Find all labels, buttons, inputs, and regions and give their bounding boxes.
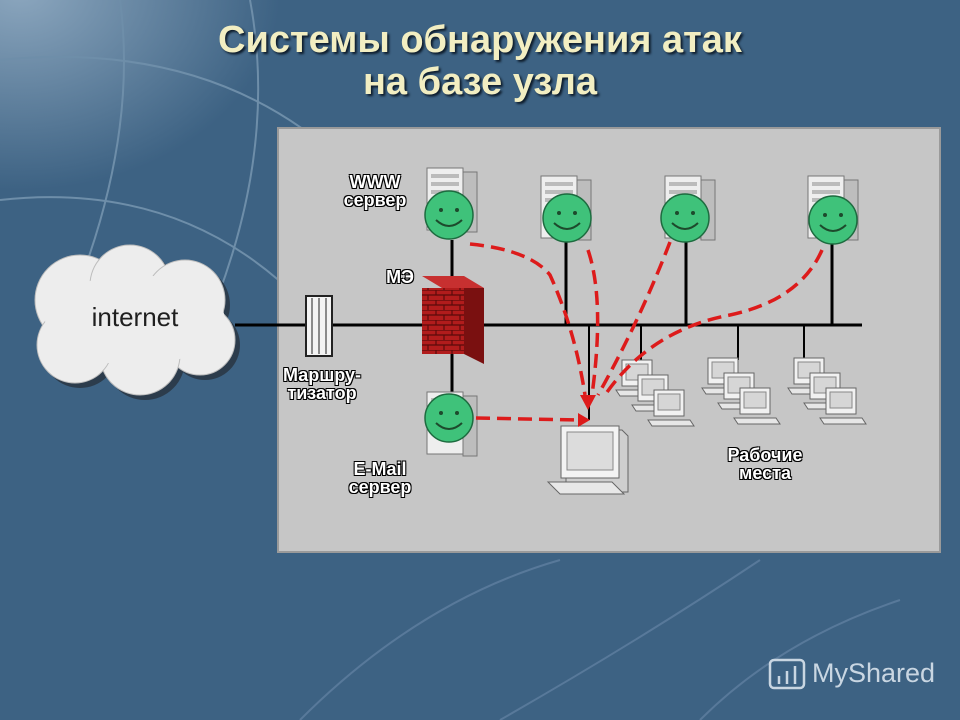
router-label: Маршру-тизатор [283,365,361,403]
alert-lines [469,241,824,422]
smiley-agent-icon [542,193,592,243]
internet-label: internet [91,302,179,332]
smiley-agent-icon [808,195,858,245]
smiley-agent-icon [660,193,710,243]
firewall-icon [422,276,484,364]
smiley-agent-icon [424,393,474,443]
page-title-line1: Системы обнаружения атак [218,19,742,61]
myshared-logo-icon [768,658,806,690]
firewall-label: МЭ [386,267,414,287]
router-icon [305,295,333,357]
cloud-icon [34,244,240,400]
workstation-icon [787,357,867,425]
workstation-icon [701,357,781,425]
page-title-line2: на базе узла [362,61,598,103]
console-monitor-icon [546,425,629,495]
watermark-text: MyShared [812,658,936,688]
smiley-agent-icon [424,190,474,240]
